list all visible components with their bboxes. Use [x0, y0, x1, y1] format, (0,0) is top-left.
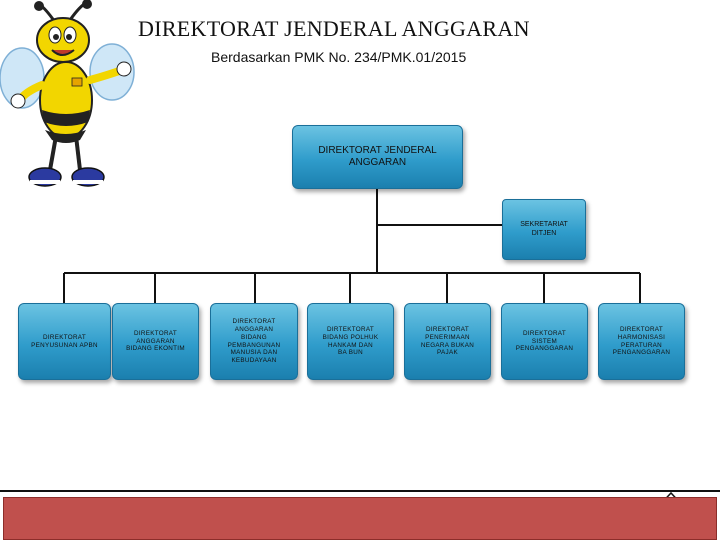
org-unit-label: DIREKTORAT ANGGARAN BIDANG PEMBANGUNAN M… — [228, 318, 281, 365]
org-unit-label: DIREKTORAT SISTEM PENGANGGARAN — [516, 330, 573, 354]
org-box-unit-4: DIRTEKTORAT BIDANG POLHUK HANKAM DAN BA … — [307, 303, 394, 380]
footer-divider — [0, 490, 720, 492]
org-box-unit-7: DIREKTORAT HARMONISASI PERATURAN PENGANG… — [598, 303, 685, 380]
org-box-unit-1: DIREKTORAT PENYUSUNAN APBN — [18, 303, 111, 380]
org-unit-label: DIREKTORAT HARMONISASI PERATURAN PENGANG… — [613, 326, 670, 357]
org-unit-label: DIREKTORAT PENYUSUNAN APBN — [31, 334, 98, 350]
org-box-unit-5: DIREKTORAT PENERIMAAN NEGARA BUKAN PAJAK — [404, 303, 491, 380]
org-unit-label: DIREKTORAT PENERIMAAN NEGARA BUKAN PAJAK — [421, 326, 474, 357]
org-box-dirjen-label: DIREKTORAT JENDERAL ANGGARAN — [318, 145, 436, 170]
footer-bar — [3, 497, 717, 540]
org-unit-label: DIRTEKTORAT BIDANG POLHUK HANKAM DAN BA … — [323, 326, 379, 357]
org-box-unit-3: DIREKTORAT ANGGARAN BIDANG PEMBANGUNAN M… — [210, 303, 298, 380]
org-box-unit-2: DIREKTORAT ANGGARAN BIDANG EKONTIM — [112, 303, 199, 380]
org-box-dirjen: DIREKTORAT JENDERAL ANGGARAN — [292, 125, 463, 189]
org-box-unit-6: DIREKTORAT SISTEM PENGANGGARAN — [501, 303, 588, 380]
org-box-secretariat-label: SEKRETARIAT DITJEN — [520, 221, 568, 239]
org-unit-label: DIREKTORAT ANGGARAN BIDANG EKONTIM — [126, 330, 185, 354]
org-box-secretariat: SEKRETARIAT DITJEN — [502, 199, 586, 260]
